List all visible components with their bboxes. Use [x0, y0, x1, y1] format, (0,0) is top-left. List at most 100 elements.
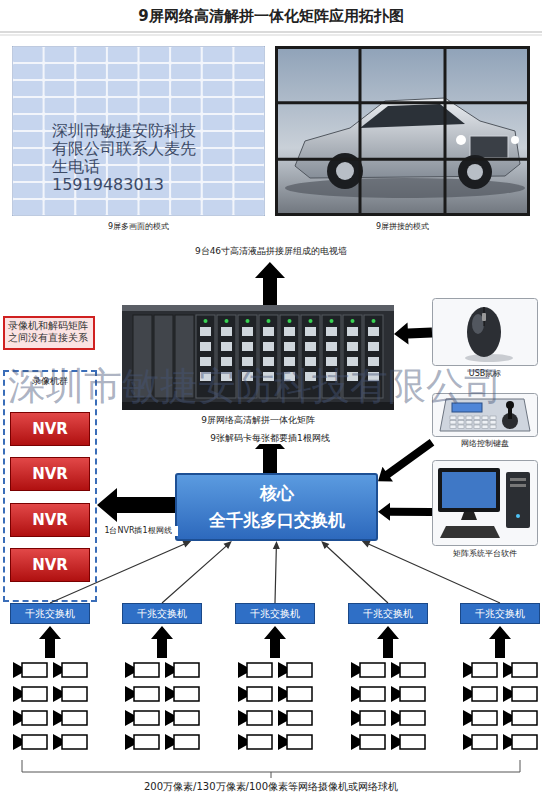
camera-body [472, 735, 497, 749]
camera-body [400, 687, 425, 701]
camera-lens [165, 686, 174, 702]
camera-lens [503, 686, 512, 702]
camera-lens [13, 734, 22, 750]
camera-icon [13, 710, 47, 726]
nvr-label: NVR [11, 504, 89, 536]
camera-lens [351, 710, 360, 726]
camera-icon [125, 686, 159, 702]
device-caption: 矩阵系统平台软件 [432, 549, 538, 559]
camera-icon [391, 662, 425, 678]
nvr-box: NVR [10, 412, 90, 446]
camera-icon [351, 710, 385, 726]
camera-lens [238, 734, 247, 750]
nvr-box: NVR [10, 548, 90, 582]
nvr-label: NVR [11, 458, 89, 490]
camera-body [62, 663, 87, 677]
camera-lens [351, 662, 360, 678]
camera-icon [463, 710, 497, 726]
thin-arrow [162, 541, 232, 603]
camera-icon [278, 710, 312, 726]
camera-body [400, 663, 425, 677]
camera-lens [278, 686, 287, 702]
camera-icon [13, 686, 47, 702]
camera-body [22, 687, 47, 701]
camera-icon [278, 662, 312, 678]
title-rule [0, 35, 542, 36]
splice-panel: 9屏拼接的模式 [275, 46, 530, 238]
block-arrow [97, 488, 175, 522]
camera-lens [125, 734, 134, 750]
camera-icon [53, 710, 87, 726]
camera-lens [391, 734, 400, 750]
camera-body [134, 687, 159, 701]
wall-caption: 9台46寸高清液晶拼接屏组成的电视墙 [8, 246, 534, 257]
camera-icon [238, 662, 272, 678]
camera-body [472, 663, 497, 677]
note-box: 录像机和解码矩阵之间没有直接关系 [3, 316, 95, 350]
camera-icon [391, 686, 425, 702]
camera-lens [53, 686, 62, 702]
mouse-picture [432, 298, 538, 366]
camera-lens [125, 662, 134, 678]
camera-body [512, 735, 537, 749]
camera-icon [503, 686, 537, 702]
camera-body [287, 663, 312, 677]
switch-label: 千兆交换机 [461, 604, 539, 623]
camera-icon [351, 686, 385, 702]
camera-lens [351, 686, 360, 702]
camera-icon [165, 686, 199, 702]
camera-body [472, 687, 497, 701]
camera-lens [165, 662, 174, 678]
camera-body [22, 711, 47, 725]
watermark-text: 深圳市敏捷安防科技 有限公司联系人麦先 生电话15919483013 [52, 122, 202, 194]
camera-lens [13, 662, 22, 678]
device-caption: 9屏网络高清解拼一体化矩阵 [122, 415, 394, 426]
camera-lens [238, 662, 247, 678]
camera-body [287, 711, 312, 725]
camera-lens [391, 662, 400, 678]
camera-body [247, 711, 272, 725]
camera-body [174, 711, 199, 725]
camera-body [472, 711, 497, 725]
camera-body [247, 735, 272, 749]
camera-lens [53, 662, 62, 678]
camera-icon [53, 734, 87, 750]
thin-arrow [273, 541, 280, 603]
camera-lens [391, 710, 400, 726]
camera-body [512, 711, 537, 725]
camera-icon [125, 734, 159, 750]
camera-lens [13, 710, 22, 726]
switch-label: 千兆交换机 [123, 604, 201, 623]
camera-icon [503, 734, 537, 750]
panel-caption: 9屏多画面的模式 [12, 222, 265, 232]
camera-body [287, 687, 312, 701]
camera-icon [238, 686, 272, 702]
camera-body [174, 687, 199, 701]
edge-label: 1台NVR插1根网线 [98, 526, 178, 536]
camera-body [247, 687, 272, 701]
block-arrow [255, 262, 285, 305]
pc-picture [432, 460, 538, 546]
camera-icon [463, 662, 497, 678]
camera-lens [278, 734, 287, 750]
block-arrow [378, 439, 434, 481]
platform-pc: 矩阵系统平台软件 [432, 460, 538, 564]
camera-lens [165, 734, 174, 750]
camera-body [62, 735, 87, 749]
camera-lens [463, 734, 472, 750]
camera-body [360, 687, 385, 701]
uplink-arrow [39, 626, 61, 658]
camera-body [360, 711, 385, 725]
thin-arrow [321, 541, 388, 603]
camera-icon [125, 662, 159, 678]
camera-body [134, 735, 159, 749]
camera-lens [278, 662, 287, 678]
camera-lens [463, 662, 472, 678]
block-arrow [378, 503, 432, 521]
camera-lens [351, 734, 360, 750]
camera-icon [53, 662, 87, 678]
pc-picture-holder [432, 460, 538, 546]
camera-lens [503, 710, 512, 726]
camera-icon [503, 662, 537, 678]
camera-body [174, 735, 199, 749]
